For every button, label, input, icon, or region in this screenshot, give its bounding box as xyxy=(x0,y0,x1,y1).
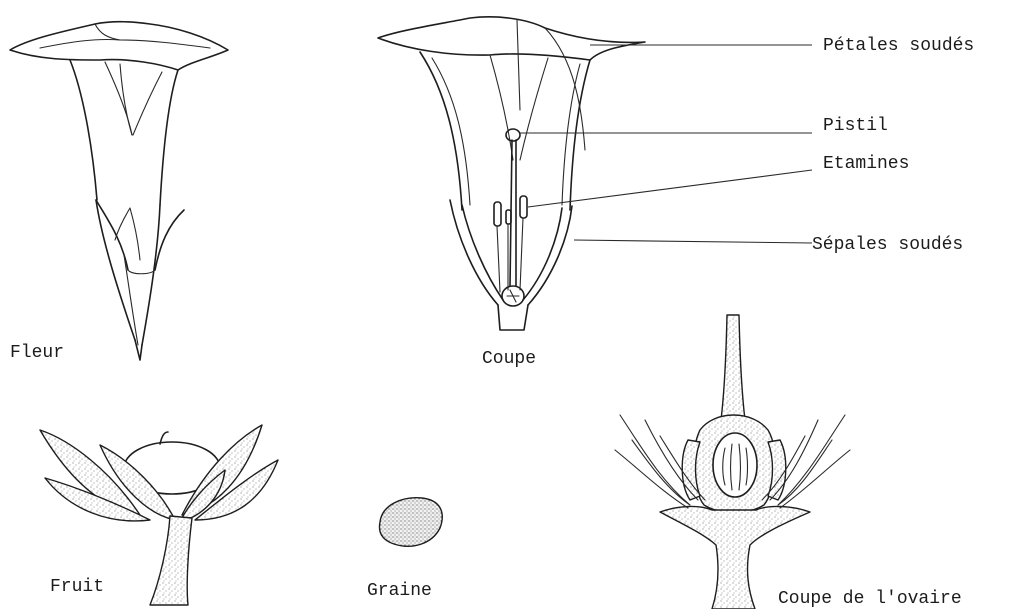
label-petales: Pétales soudés xyxy=(823,37,974,55)
fleur-drawing xyxy=(10,22,228,360)
label-fruit: Fruit xyxy=(50,578,104,596)
label-fleur: Fleur xyxy=(10,344,64,362)
label-etamines: Etamines xyxy=(823,155,909,173)
ovaire-drawing xyxy=(615,315,850,609)
graine-drawing xyxy=(380,498,443,547)
label-sepales: Sépales soudés xyxy=(812,236,963,254)
label-graine: Graine xyxy=(367,582,432,600)
label-coupe: Coupe xyxy=(482,350,536,368)
coupe-drawing xyxy=(378,17,645,330)
label-pistil: Pistil xyxy=(823,117,888,135)
leader-lines xyxy=(520,45,812,243)
label-coupe-ovaire: Coupe de l'ovaire xyxy=(778,590,962,608)
